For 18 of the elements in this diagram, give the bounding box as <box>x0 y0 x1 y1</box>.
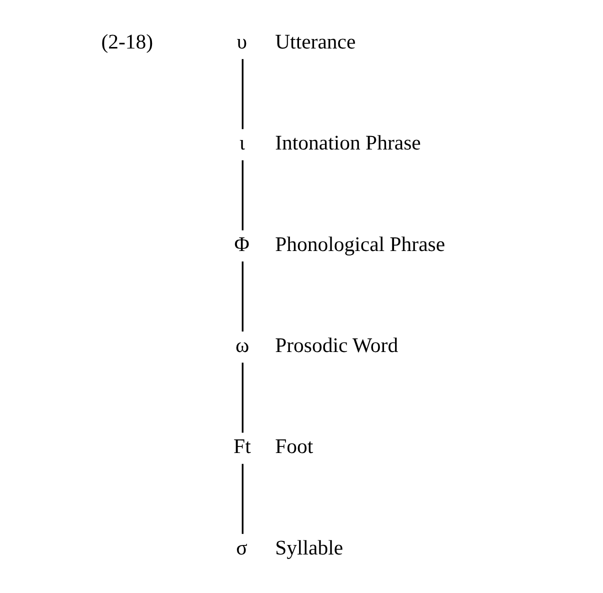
node-label: Prosodic Word <box>274 335 398 358</box>
node-label: Intonation Phrase <box>274 132 420 155</box>
node-text: ω <box>235 335 249 358</box>
node-text: ι <box>238 132 244 155</box>
connector <box>241 160 243 230</box>
node-text: Ft <box>233 436 250 458</box>
label: (2-18) <box>100 31 153 54</box>
node-label: Foot <box>274 436 313 458</box>
node-label: Utterance <box>274 31 356 54</box>
node-label: Syllable <box>274 537 343 560</box>
connector <box>241 464 243 534</box>
node-text: Φ <box>234 234 249 256</box>
connector <box>241 59 243 130</box>
connector <box>241 362 243 433</box>
connector <box>241 261 243 332</box>
node-text: υ <box>236 31 247 54</box>
node-text: σ <box>236 537 247 560</box>
node-label: Phonological Phrase <box>274 234 445 256</box>
